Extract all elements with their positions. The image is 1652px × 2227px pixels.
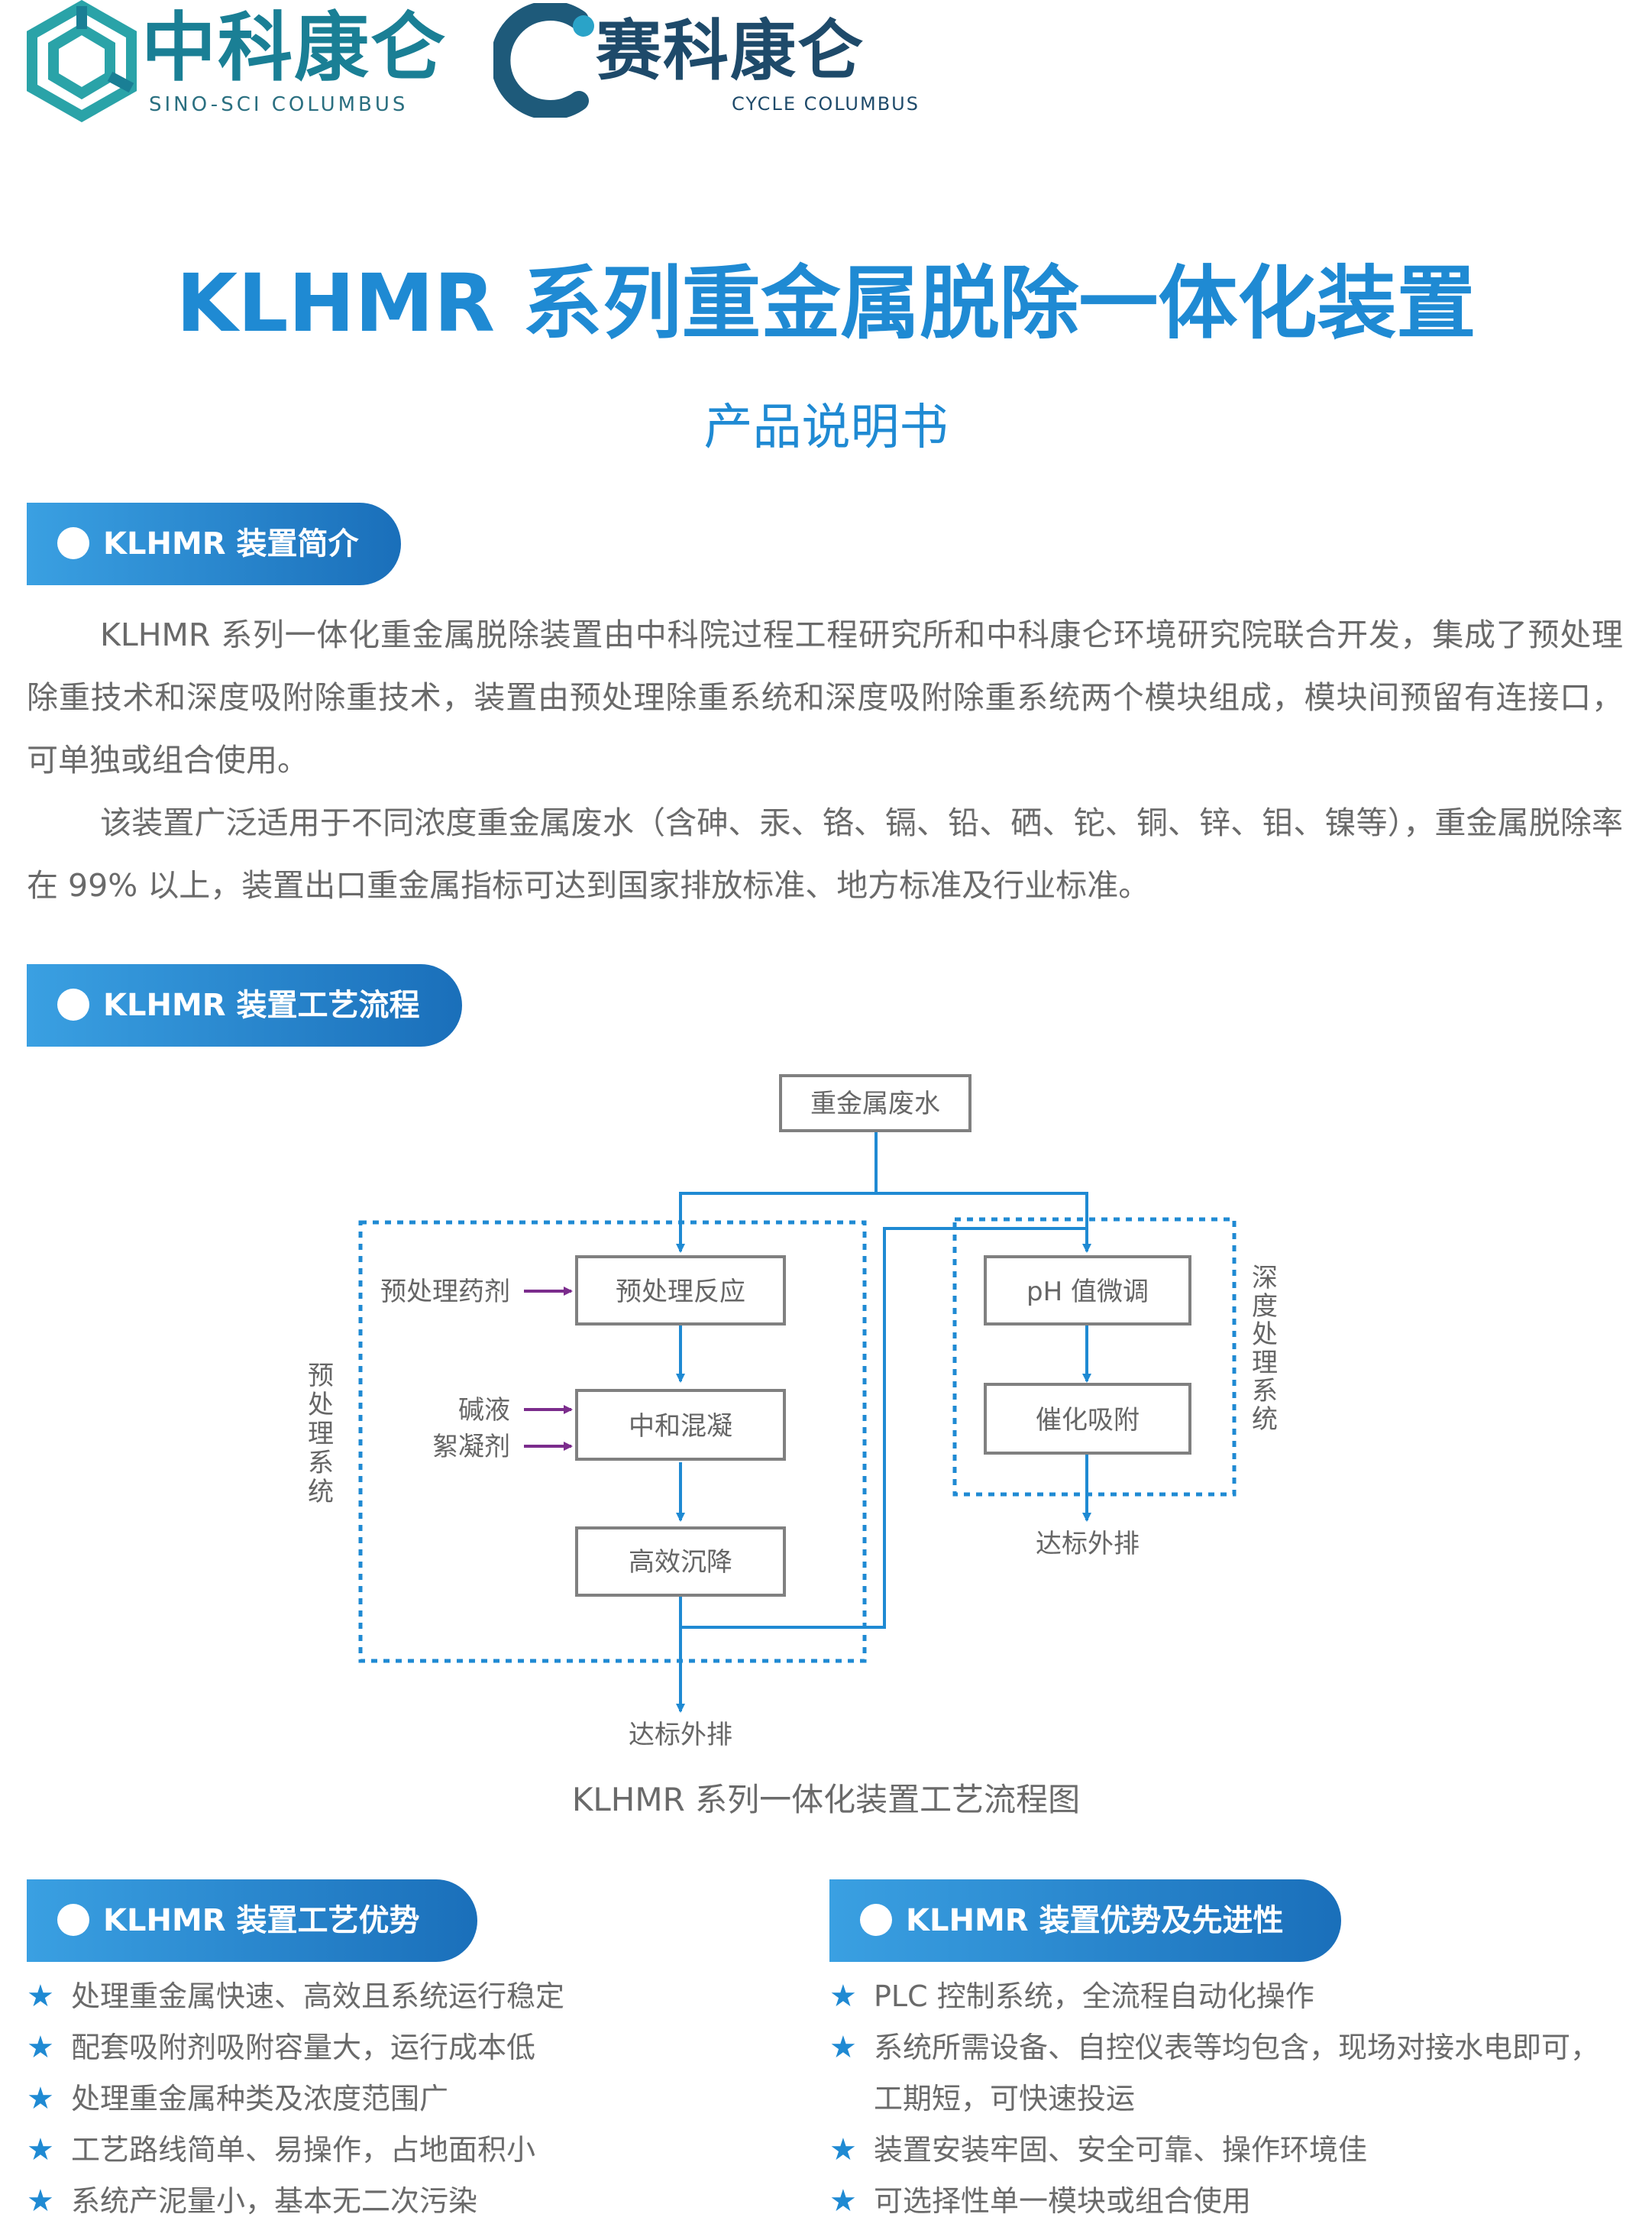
cycle-columbus-logo-name: 赛科康仑 — [596, 13, 865, 89]
tech-advantages-list: ★ 处理重金属快速、高效且系统运行稳定 ★ 配套吸附剂吸附容量大，运行成本低 ★ 处理… — [27, 1971, 790, 2227]
section-header-tech-advantages: KLHMR 装置工艺优势 — [27, 1879, 477, 1962]
bullet-dot-icon — [860, 1904, 892, 1936]
node-source-label: 重金属废水 — [810, 1089, 940, 1119]
list-item: ★ PLC 控制系统，全流程自动化操作 — [829, 1971, 1624, 2022]
star-icon: ★ — [829, 2030, 857, 2065]
bullet-dot-icon — [57, 989, 89, 1021]
node-settle-label: 高效沉降 — [629, 1547, 732, 1578]
group-label-char: 处 — [308, 1390, 334, 1420]
list-item: ★ 可选择性单一模块或组合使用 — [829, 2176, 1624, 2227]
node-neutralize-label: 中和混凝 — [629, 1411, 732, 1442]
star-icon: ★ — [829, 2183, 857, 2219]
output-right-label: 达标外排 — [1036, 1529, 1140, 1559]
list-item-text: 系统所需设备、自控仪表等均包含，现场对接水电即可，工期短，可快速投运 — [874, 2031, 1600, 2115]
list-item-text: 可选择性单一模块或组合使用 — [874, 2184, 1252, 2218]
star-icon: ★ — [27, 2081, 54, 2116]
star-icon: ★ — [27, 2132, 54, 2167]
intro-paragraph-2: 该装置广泛适用于不同浓度重金属废水（含砷、汞、铬、镉、铅、硒、铊、铜、锌、钼、镍… — [27, 791, 1623, 917]
input-alkali-label: 碱液 — [458, 1395, 510, 1426]
bullet-dot-icon — [57, 527, 89, 559]
node-ph-box — [984, 1255, 1191, 1326]
output-left-label: 达标外排 — [629, 1720, 732, 1750]
document-subtitle: 产品说明书 — [703, 400, 949, 456]
group-label-char: 处 — [1252, 1319, 1278, 1350]
star-icon: ★ — [829, 2132, 857, 2167]
sino-sci-logo-tagline: SINO-SCI COLUMBUS — [149, 93, 409, 116]
section-header-process: KLHMR 装置工艺流程 — [27, 964, 462, 1047]
node-pretreat-label: 预处理反应 — [616, 1277, 745, 1307]
group-label-char: 度 — [1252, 1291, 1278, 1322]
group-label-char: 系 — [1252, 1376, 1278, 1406]
pretreatment-group-box — [358, 1220, 867, 1663]
intro-paragraph-text: 该装置广泛适用于不同浓度重金属废水（含砷、汞、铬、镉、铅、硒、铊、铜、锌、钼、镍… — [27, 804, 1623, 904]
device-advantages-list: ★ PLC 控制系统，全流程自动化操作 ★ 系统所需设备、自控仪表等均包含，现场对接… — [829, 1971, 1624, 2227]
section-header-label: KLHMR 装置优势及先进性 — [906, 1903, 1284, 1938]
input-pretreat-agent-label: 预处理药剂 — [380, 1277, 510, 1307]
group-label-char: 深 — [1252, 1263, 1278, 1293]
group-label-char: 预 — [308, 1361, 334, 1391]
list-item: ★ 系统所需设备、自控仪表等均包含，现场对接水电即可，工期短，可快速投运 — [829, 2022, 1624, 2125]
intro-paragraph-1: KLHMR 系列一体化重金属脱除装置由中科院过程工程研究所和中科康仑环境研究院联… — [27, 604, 1623, 791]
list-item-text: 处理重金属种类及浓度范围广 — [71, 2082, 449, 2115]
list-item-text: 系统产泥量小，基本无二次污染 — [71, 2184, 478, 2218]
cycle-columbus-logo-mark-icon — [493, 3, 594, 118]
list-item-text: 配套吸附剂吸附容量大，运行成本低 — [71, 2031, 536, 2064]
deep-treatment-group-box — [952, 1217, 1237, 1497]
section-header-device-advantages: KLHMR 装置优势及先进性 — [829, 1879, 1341, 1962]
node-neutralize-box — [575, 1389, 786, 1461]
list-item-text: 工艺路线简单、易操作，占地面积小 — [71, 2133, 536, 2167]
star-icon: ★ — [27, 1979, 54, 2014]
sino-sci-logo-name: 中科康仑 — [141, 5, 448, 92]
group-label-char: 理 — [308, 1419, 334, 1449]
process-flow-diagram: 重金属废水 预处理反应 中和混凝 高效沉降 pH 值微调 催化吸附 预处理药剂 … — [308, 1074, 1278, 1750]
list-item: ★ 处理重金属快速、高效且系统运行稳定 — [27, 1971, 790, 2022]
document-title: KLHMR 系列重金属脱除一体化装置 — [176, 257, 1476, 350]
node-ph-label: pH 值微调 — [1026, 1277, 1149, 1307]
group-label-char: 理 — [1252, 1348, 1278, 1378]
list-item: ★ 处理重金属种类及浓度范围广 — [27, 2073, 790, 2125]
group-label-char: 系 — [308, 1448, 334, 1478]
list-item: ★ 配套吸附剂吸附容量大，运行成本低 — [27, 2022, 790, 2073]
list-item-text: 装置安装牢固、安全可靠、操作环境佳 — [874, 2133, 1368, 2167]
section-header-label: KLHMR 装置工艺优势 — [103, 1903, 420, 1938]
list-item: ★ 工艺路线简单、易操作，占地面积小 — [27, 2125, 790, 2176]
section-header-label: KLHMR 装置工艺流程 — [103, 988, 420, 1023]
list-item-text: 处理重金属快速、高效且系统运行稳定 — [71, 1979, 565, 2013]
node-settle-box — [575, 1526, 786, 1597]
input-flocculant-label: 絮凝剂 — [432, 1432, 510, 1462]
list-item-text: PLC 控制系统，全流程自动化操作 — [874, 1979, 1314, 2013]
section-header-intro: KLHMR 装置简介 — [27, 503, 401, 585]
list-item: ★ 装置安装牢固、安全可靠、操作环境佳 — [829, 2125, 1624, 2176]
bullet-dot-icon — [57, 1904, 89, 1936]
node-pretreat-box — [575, 1255, 786, 1326]
star-icon: ★ — [27, 2183, 54, 2219]
node-adsorb-box — [984, 1383, 1191, 1455]
list-item: ★ 系统产泥量小，基本无二次污染 — [27, 2176, 790, 2227]
node-source-box — [779, 1074, 971, 1132]
section-header-label: KLHMR 装置简介 — [103, 526, 359, 562]
diagram-caption: KLHMR 系列一体化装置工艺流程图 — [571, 1781, 1081, 1818]
group-label-char: 统 — [1252, 1404, 1278, 1435]
star-icon: ★ — [829, 1979, 857, 2014]
group-label-char: 统 — [308, 1477, 334, 1507]
node-adsorb-label: 催化吸附 — [1036, 1405, 1140, 1436]
cycle-columbus-logo-tagline: CYCLE COLUMBUS — [732, 93, 920, 115]
intro-paragraph-text: KLHMR 系列一体化重金属脱除装置由中科院过程工程研究所和中科康仑环境研究院联… — [27, 617, 1623, 778]
sino-sci-logo-mark-icon — [27, 0, 137, 122]
star-icon: ★ — [27, 2030, 54, 2065]
